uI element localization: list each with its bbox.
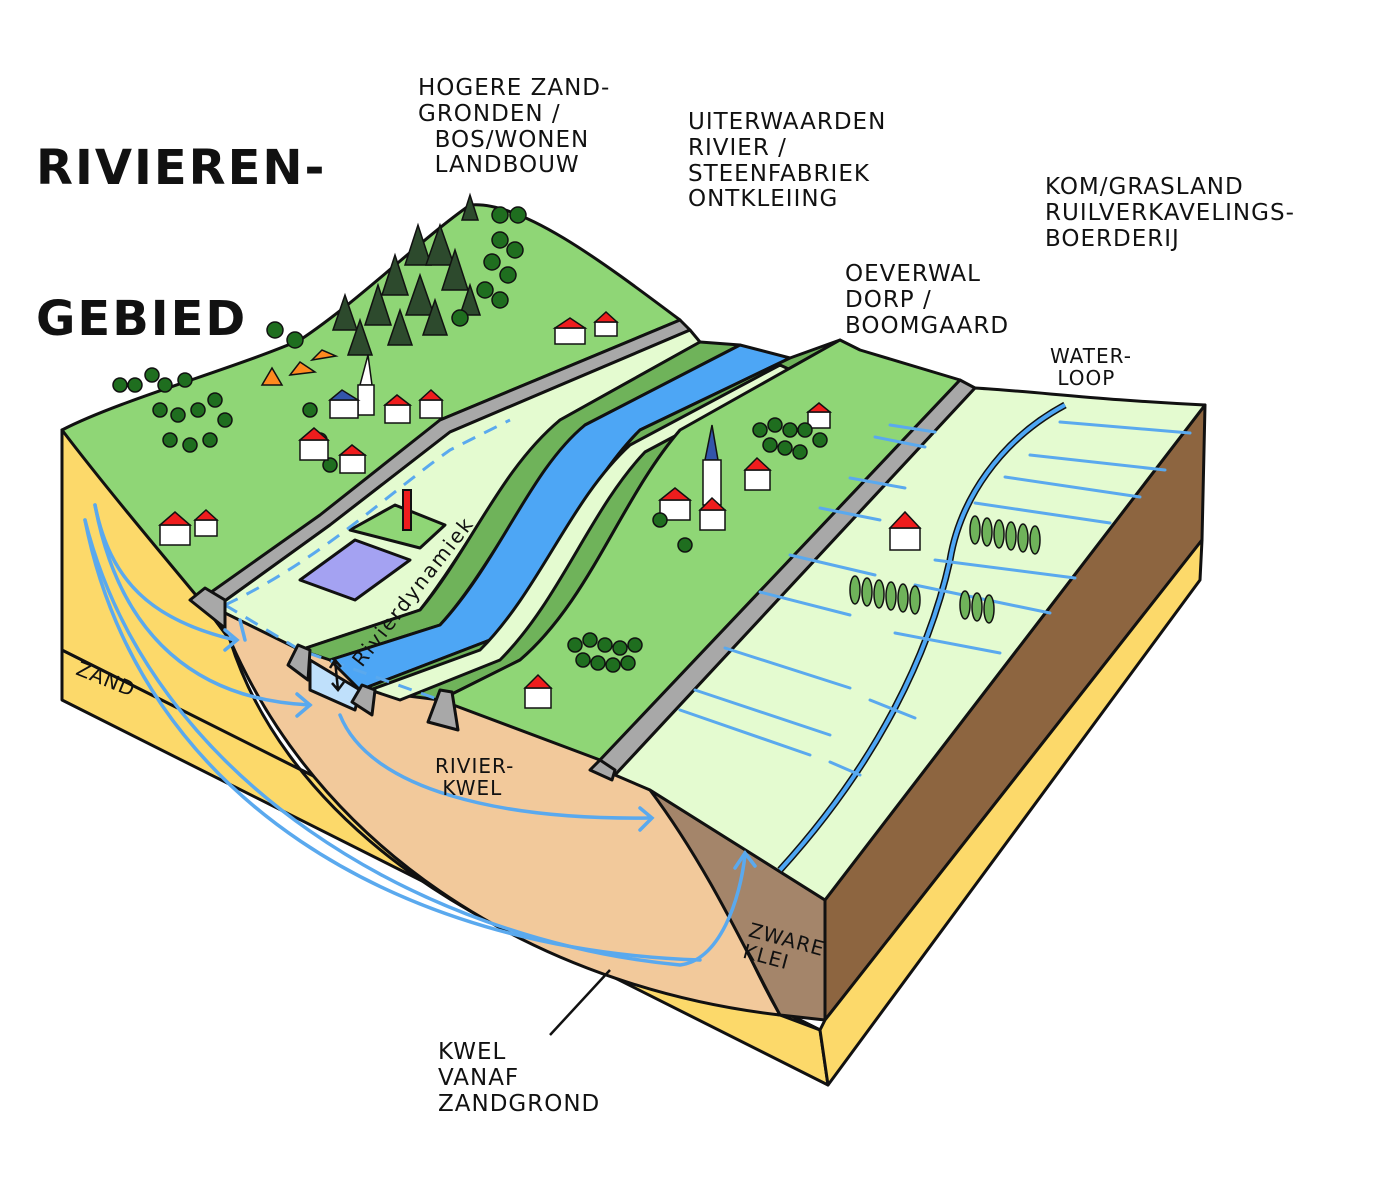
- ditches: [678, 420, 1192, 777]
- watercourse-water: [778, 403, 1066, 872]
- arrow-heads: [223, 628, 757, 870]
- flow-arrow: [83, 518, 747, 967]
- heavy-clay-front: [648, 788, 827, 1022]
- dike-section: [286, 643, 312, 682]
- ditch: [818, 506, 882, 522]
- ditch: [913, 583, 1052, 615]
- poplar-rows: [849, 515, 1041, 624]
- ditch: [848, 476, 907, 490]
- dashed-dike-line-lower: [224, 603, 441, 702]
- ditch: [933, 558, 1077, 580]
- brick-factory-platform: [348, 503, 447, 550]
- ditch: [873, 435, 927, 449]
- dike-section: [350, 683, 377, 717]
- diagram-title: Rivieren- gebied: [36, 42, 326, 395]
- orchard-trees: [567, 417, 828, 673]
- label-hogere-zandgronden: Hogere zand- gronden / bos/wonen landbou…: [418, 75, 611, 179]
- ditch: [678, 708, 812, 757]
- clay-pit-pond: [298, 538, 412, 602]
- hill-village: [157, 310, 619, 546]
- dike-section: [426, 688, 460, 732]
- conifer-forest: [331, 192, 482, 356]
- ditch: [868, 698, 917, 720]
- ditch: [893, 631, 1002, 655]
- ditch: [1058, 420, 1192, 435]
- ditch: [1028, 453, 1167, 472]
- seepage-arrows: [83, 503, 747, 967]
- flow-arrow: [338, 713, 652, 820]
- ditch: [973, 501, 1112, 525]
- natural-levee-grass: [438, 338, 962, 762]
- title-line-2: gebied: [36, 290, 248, 347]
- levee-village: [523, 402, 922, 709]
- label-waterloop: Water- loop: [1050, 344, 1132, 391]
- river-level-arrow: [328, 657, 345, 692]
- ditch: [758, 590, 852, 617]
- ditch: [888, 423, 937, 434]
- label-uiterwaarden: Uiterwaarden rivier / steenfabriek ontkl…: [688, 109, 887, 213]
- campsite-tents: [260, 349, 339, 386]
- flow-arrow: [238, 618, 247, 642]
- ditch: [1003, 475, 1142, 499]
- label-kom: Kom/grasland ruilverkavelings- boerderij: [1045, 174, 1295, 252]
- title-line-1: Rivieren-: [36, 139, 327, 196]
- label-oeverwal: Oeverwal dorp / boomgaard: [845, 261, 1010, 339]
- ditch: [828, 760, 862, 777]
- label-kwel-vanaf-zandgrond: Kwel vanaf zandgrond: [438, 1039, 601, 1117]
- dike-sections: [188, 586, 617, 782]
- dashed-dike-line: [224, 418, 511, 607]
- dike-section: [588, 758, 617, 782]
- dike-section: [188, 586, 227, 630]
- ditch: [693, 688, 832, 737]
- ditch: [723, 646, 852, 690]
- flow-arrow: [93, 503, 312, 707]
- ditch: [788, 553, 877, 577]
- label-rivierkwel: Rivier- kwel: [435, 754, 515, 801]
- kwel-leader-line: [549, 969, 611, 1036]
- brick-factory-chimney: [402, 489, 412, 531]
- sand-layer-right: [818, 538, 1204, 1087]
